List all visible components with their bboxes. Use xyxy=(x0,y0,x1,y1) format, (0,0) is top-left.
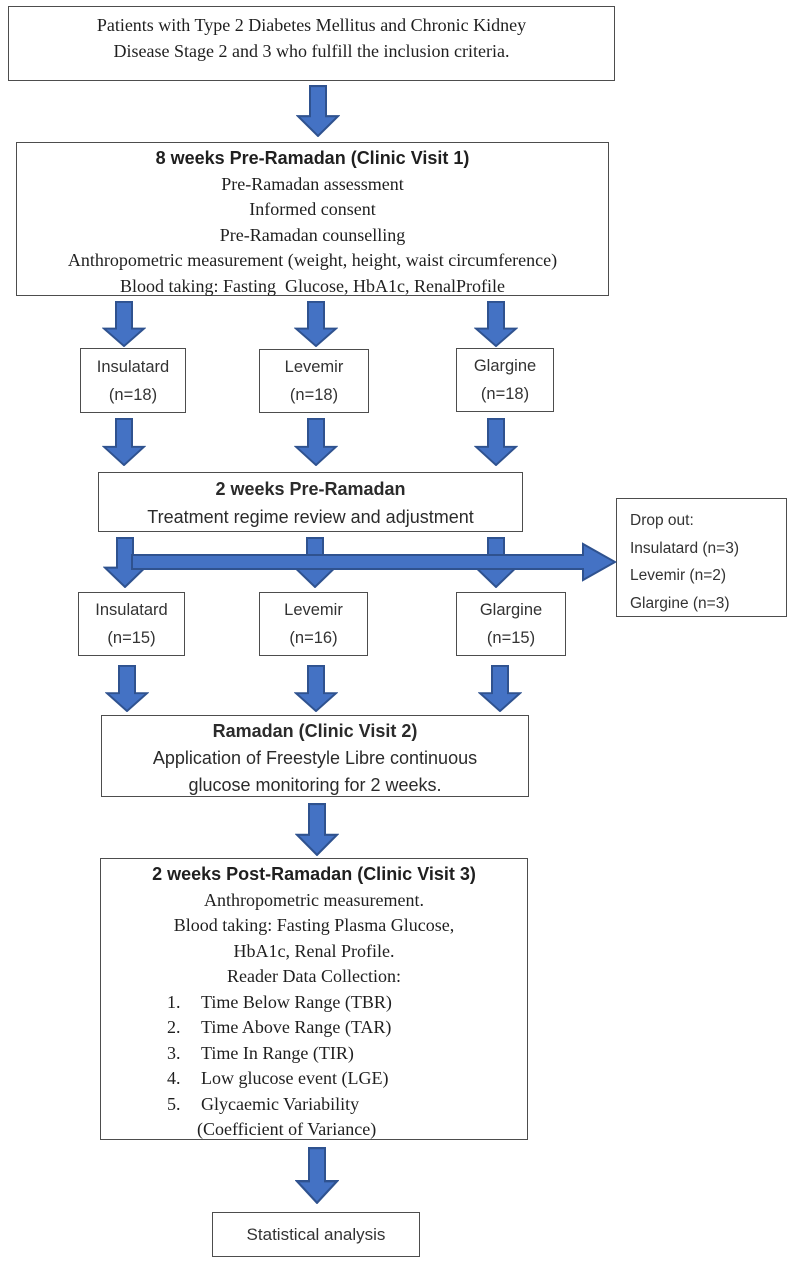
visit1-line: Blood taking: Fasting Glucose, HbA1c, Re… xyxy=(120,275,505,296)
arm-n: (n=15) xyxy=(107,629,156,647)
list-item-continuation: (Coefficient of Variance) xyxy=(197,1119,377,1139)
dropout-box: Drop out: Insulatard (n=3) Levemir (n=2)… xyxy=(616,498,787,617)
down-arrow xyxy=(102,418,146,466)
insulatard-n15-box: Insulatard (n=15) xyxy=(78,592,185,656)
pre-ramadan-review-box: 2 weeks Pre-Ramadan Treatment regime rev… xyxy=(98,472,523,532)
list-item: 4. Low glucose event (LGE) xyxy=(167,1066,527,1092)
visit1-line: Pre-Ramadan counselling xyxy=(219,224,406,245)
levemir-n18-box: Levemir (n=18) xyxy=(259,349,369,413)
visit3-line: HbA1c, Renal Profile. xyxy=(233,940,395,961)
list-item: 5. Glycaemic Variability xyxy=(167,1092,527,1118)
dropout-right-arrow xyxy=(131,540,617,584)
down-arrow xyxy=(103,537,147,588)
visit2-line: glucose monitoring for 2 weeks. xyxy=(188,775,442,795)
preramadan-line: Treatment regime review and adjustment xyxy=(147,507,474,527)
down-arrow xyxy=(474,418,518,466)
list-number: 4. xyxy=(167,1068,181,1088)
visit3-line: Anthropometric measurement. xyxy=(204,889,424,910)
patients-line: Patients with Type 2 Diabetes Mellitus a… xyxy=(96,15,527,35)
down-arrow xyxy=(294,301,338,347)
arm-name: Glargine xyxy=(473,357,537,375)
visit1-line: Pre-Ramadan assessment xyxy=(221,173,404,194)
dropout-line: Drop out: xyxy=(630,512,694,529)
down-arrow xyxy=(105,665,149,712)
statistical-analysis-box: Statistical analysis xyxy=(212,1212,420,1257)
arm-name: Levemir xyxy=(284,601,343,619)
visit3-line: Reader Data Collection: xyxy=(227,966,401,986)
down-arrow xyxy=(102,301,146,347)
arm-n: (n=18) xyxy=(108,385,158,404)
arm-n: (n=18) xyxy=(289,386,339,404)
list-number: 2. xyxy=(167,1017,181,1037)
preramadan-title: 2 weeks Pre-Ramadan xyxy=(215,479,406,499)
down-arrow xyxy=(478,665,522,712)
levemir-n16-box: Levemir (n=16) xyxy=(259,592,368,656)
visit1-title: 8 weeks Pre-Ramadan (Clinic Visit 1) xyxy=(155,148,470,168)
dropout-line: Insulatard (n=3) xyxy=(630,539,739,557)
list-text: Low glucose event (LGE) xyxy=(201,1068,389,1088)
dropout-line: Levemir (n=2) xyxy=(630,567,727,584)
glargine-n18-box: Glargine (n=18) xyxy=(456,348,554,412)
list-text: Time Below Range (TBR) xyxy=(201,991,392,1012)
clinic-visit-1-box: 8 weeks Pre-Ramadan (Clinic Visit 1) Pre… xyxy=(16,142,609,296)
clinic-visit-3-box: 2 weeks Post-Ramadan (Clinic Visit 3) An… xyxy=(100,858,528,1140)
visit2-title: Ramadan (Clinic Visit 2) xyxy=(212,721,418,741)
list-text: Time In Range (TIR) xyxy=(201,1042,354,1063)
arm-name: Levemir xyxy=(284,358,344,376)
down-arrow xyxy=(295,1147,339,1204)
visit3-line: Blood taking: Fasting Plasma Glucose, xyxy=(173,915,455,935)
visit3-title: 2 weeks Post-Ramadan (Clinic Visit 3) xyxy=(152,864,476,884)
down-arrow xyxy=(294,665,338,712)
visit1-line: Informed consent xyxy=(249,199,376,219)
arm-name: Insulatard xyxy=(96,357,170,376)
patients-box: Patients with Type 2 Diabetes Mellitus a… xyxy=(8,6,615,81)
patients-line: Disease Stage 2 and 3 who fulfill the in… xyxy=(113,41,510,61)
list-item: 1. Time Below Range (TBR) xyxy=(167,990,527,1016)
list-text: Glycaemic Variability xyxy=(201,1093,360,1114)
glargine-n15-box: Glargine (n=15) xyxy=(456,592,566,656)
arm-name: Insulatard xyxy=(95,601,168,619)
visit1-line: Anthropometric measurement (weight, heig… xyxy=(67,250,558,270)
clinic-visit-2-box: Ramadan (Clinic Visit 2) Application of … xyxy=(101,715,529,797)
arm-n: (n=16) xyxy=(289,629,338,647)
list-number: 5. xyxy=(167,1093,181,1114)
down-arrow xyxy=(474,301,518,347)
insulatard-n18-box: Insulatard (n=18) xyxy=(80,348,186,413)
list-item: 3. Time In Range (TIR) xyxy=(167,1041,527,1067)
dropout-line: Glargine (n=3) xyxy=(630,594,730,612)
arm-name: Glargine xyxy=(479,601,543,619)
down-arrow xyxy=(295,803,339,856)
list-item: 2. Time Above Range (TAR) xyxy=(167,1015,527,1041)
down-arrow xyxy=(294,418,338,466)
visit2-line: Application of Freestyle Libre continuou… xyxy=(152,748,478,768)
list-number: 3. xyxy=(167,1042,181,1063)
down-arrow xyxy=(296,85,340,137)
arm-n: (n=18) xyxy=(480,385,530,403)
list-text: Time Above Range (TAR) xyxy=(201,1017,392,1037)
stat-label: Statistical analysis xyxy=(246,1224,386,1244)
reader-data-list: 1. Time Below Range (TBR) 2. Time Above … xyxy=(101,990,527,1143)
list-number: 1. xyxy=(167,991,181,1012)
arm-n: (n=15) xyxy=(486,629,536,647)
